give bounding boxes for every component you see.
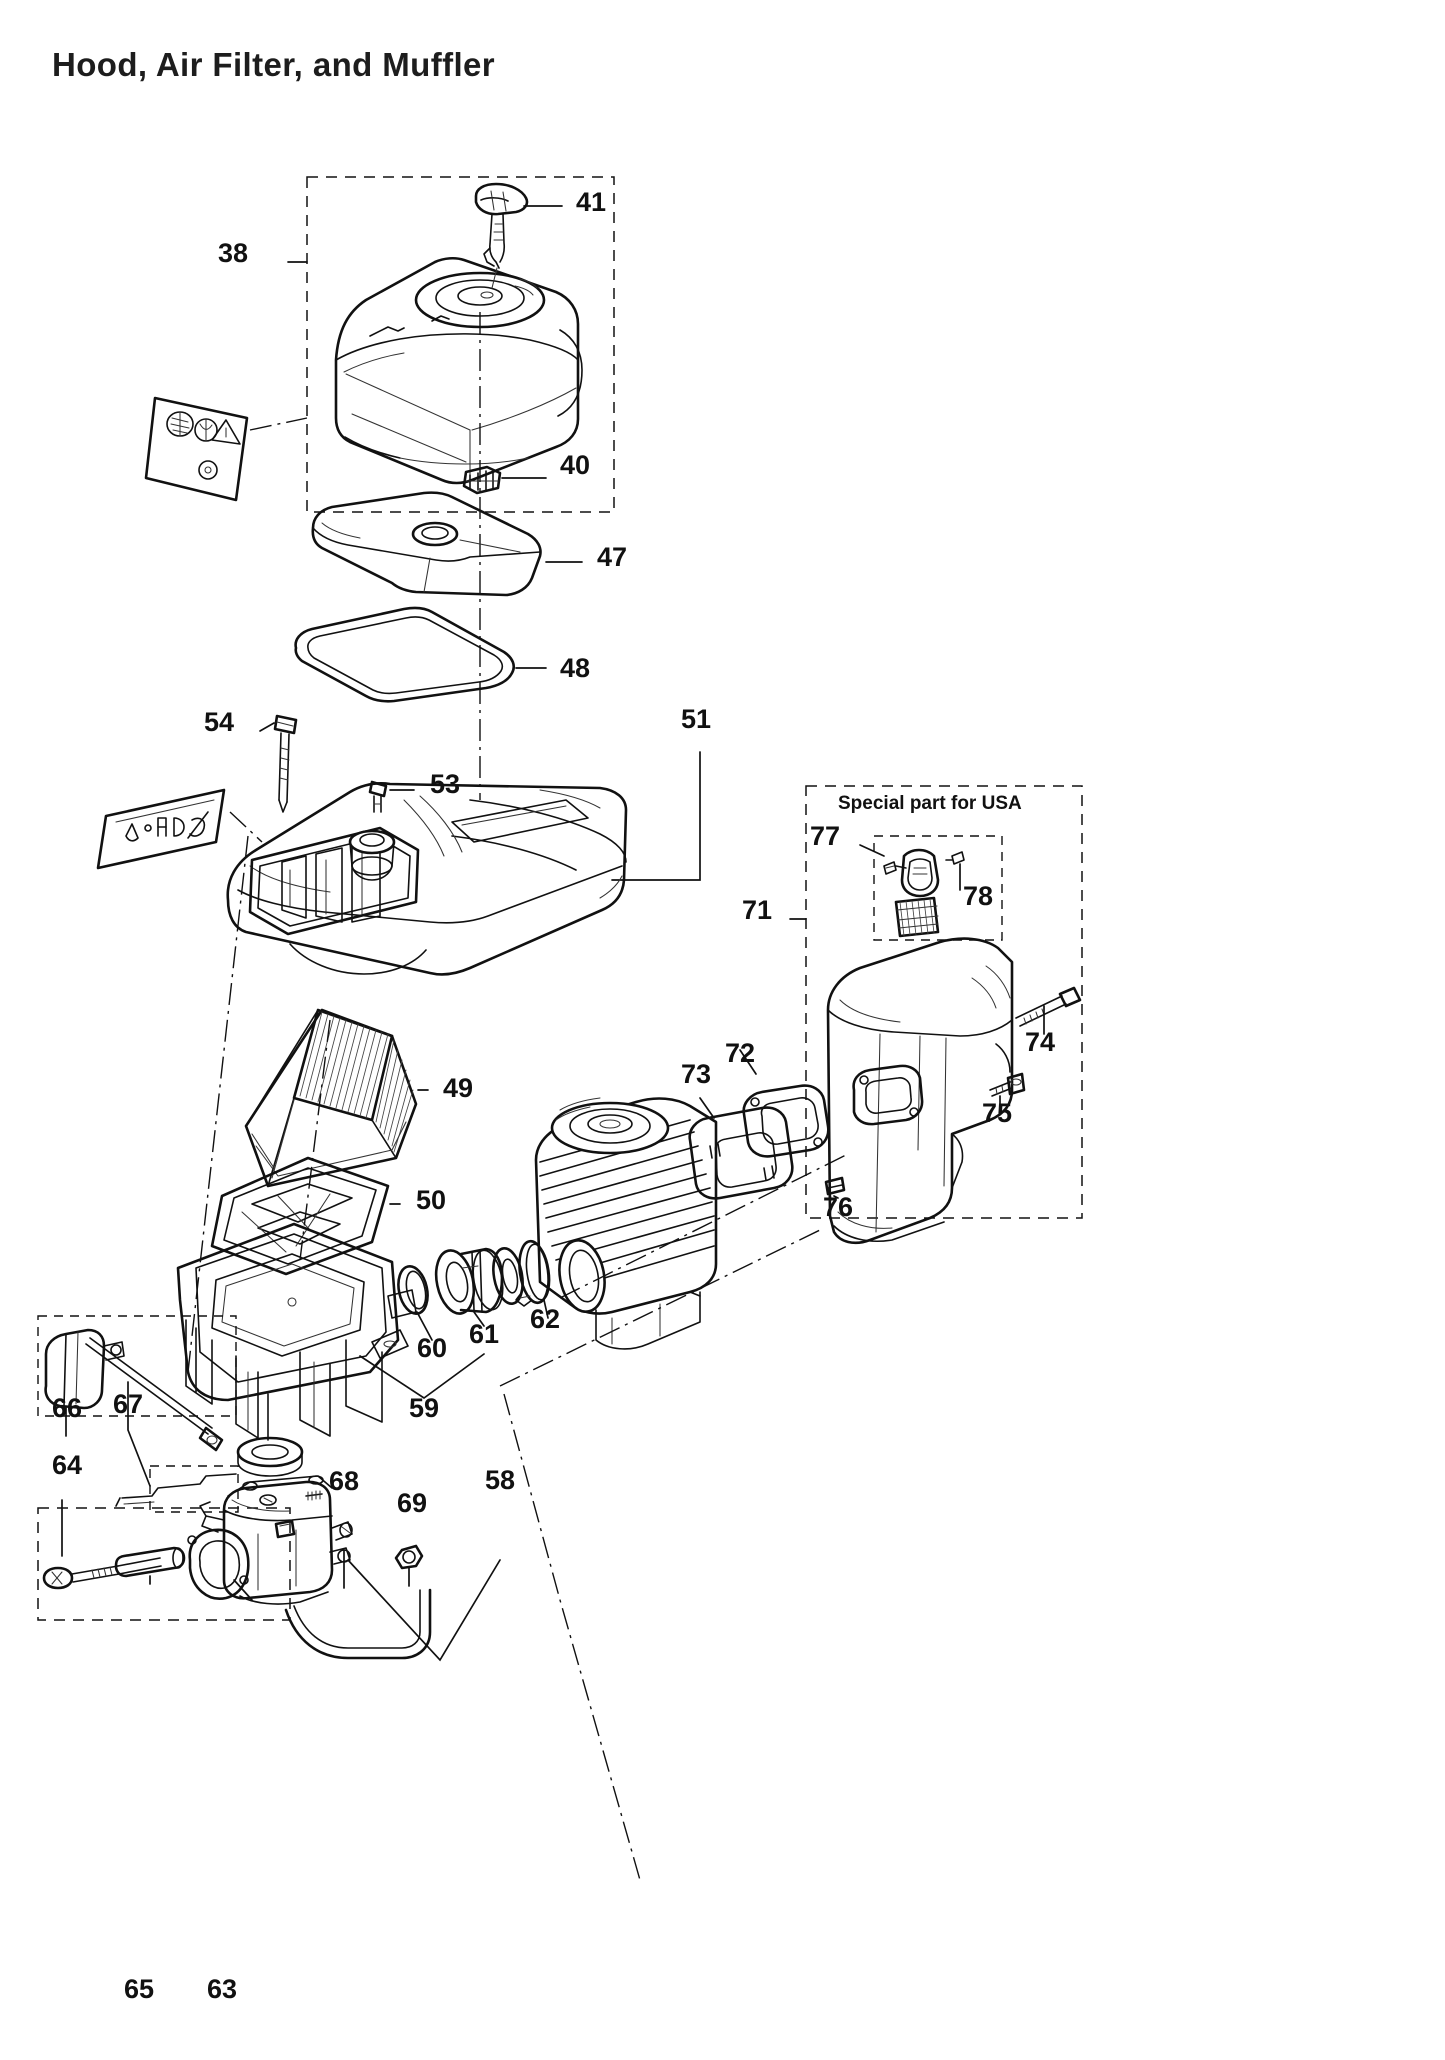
choke-group-box xyxy=(37,1315,237,1417)
leader-59 xyxy=(359,1353,485,1400)
muffler-body-part xyxy=(826,937,1014,1245)
throttle-wire-part xyxy=(115,1473,237,1507)
knob-retainer-part xyxy=(368,780,388,813)
callout-59: 59 xyxy=(409,1393,439,1423)
decal2-centerline xyxy=(229,811,263,843)
muffler-screw-long-part xyxy=(1015,986,1082,1027)
hood-part xyxy=(334,256,583,485)
hood-group-box xyxy=(306,176,615,513)
callout-38: 38 xyxy=(218,238,248,268)
callout-40: 40 xyxy=(560,450,590,480)
callout-65: 65 xyxy=(124,1974,154,2004)
carb-parts-box xyxy=(37,1507,291,1621)
cover-seal-part xyxy=(294,606,516,703)
leader-72 xyxy=(739,1049,757,1075)
callout-49: 49 xyxy=(443,1073,473,1103)
callout-51: 51 xyxy=(681,704,711,734)
wire-group-box xyxy=(149,1465,239,1513)
filter-centerline xyxy=(299,1019,331,1261)
air-filter-base-part xyxy=(210,1156,390,1276)
callout-72: 72 xyxy=(725,1038,755,1068)
callout-74: 74 xyxy=(1025,1027,1055,1057)
callout-68: 68 xyxy=(329,1466,359,1496)
callout-41: 41 xyxy=(576,187,606,217)
screw-long-part xyxy=(273,714,298,813)
spark-arrestor-screen-part xyxy=(894,896,940,938)
callout-76: 76 xyxy=(823,1192,853,1222)
leader-67 xyxy=(127,1381,151,1487)
leader-61 xyxy=(473,1311,485,1327)
muffler-gasket-inner-part xyxy=(688,1106,794,1200)
left-long-centerline xyxy=(187,835,249,1373)
callout-62: 62 xyxy=(530,1304,560,1334)
carb-gasket-part xyxy=(187,1528,250,1600)
intake-manifold-part xyxy=(434,1247,524,1315)
carb-screw-part xyxy=(42,1557,162,1590)
hose-clamp-part xyxy=(515,1239,551,1307)
leader-60 xyxy=(416,1311,433,1341)
hose-nut-part xyxy=(394,1544,424,1570)
callout-77: 77 xyxy=(810,821,840,851)
callout-47: 47 xyxy=(597,542,627,572)
callout-64: 64 xyxy=(52,1450,82,1480)
muffler-group-box xyxy=(805,785,1083,1219)
warning-decal xyxy=(144,396,249,502)
leader-77 xyxy=(859,844,885,857)
page-title: Hood, Air Filter, and Muffler xyxy=(52,46,496,83)
callout-73: 73 xyxy=(681,1059,711,1089)
callout-67: 67 xyxy=(113,1389,143,1419)
instruction-decal xyxy=(96,788,226,870)
carb-spacer-part xyxy=(114,1546,186,1578)
air-filter-cover-part xyxy=(311,491,542,597)
throttle-rod-part xyxy=(85,1337,224,1452)
callout-78: 78 xyxy=(963,881,993,911)
choke-lever-part xyxy=(44,1328,125,1410)
leader-76 xyxy=(833,1195,839,1199)
hood-clip-part xyxy=(462,465,502,495)
callout-75: 75 xyxy=(982,1098,1012,1128)
leader-51 xyxy=(611,751,701,881)
callout-63: 63 xyxy=(207,1974,237,2004)
intake-ring-part xyxy=(397,1265,429,1315)
intake-housing-part xyxy=(176,1222,417,1439)
muffler-gasket-outer-part xyxy=(742,1084,830,1158)
callout-48: 48 xyxy=(560,653,590,683)
leader-62 xyxy=(543,1299,549,1319)
exhaust-centerline xyxy=(559,1153,849,1299)
spark-arrestor-box xyxy=(873,835,1003,941)
cylinder-part xyxy=(534,1097,718,1350)
fan-housing-cover-part xyxy=(226,782,628,976)
callout-53: 53 xyxy=(430,769,460,799)
carb-centerline xyxy=(503,1393,641,1881)
callout-61: 61 xyxy=(469,1319,499,1349)
leader-58 xyxy=(347,1559,501,1662)
usa-note: Special part for USA xyxy=(838,793,1022,814)
lower-centerline xyxy=(499,1229,821,1387)
callout-58: 58 xyxy=(485,1465,515,1495)
decal-centerline xyxy=(249,417,308,431)
callout-50: 50 xyxy=(416,1185,446,1215)
callout-69: 69 xyxy=(397,1488,427,1518)
callout-54: 54 xyxy=(204,707,234,737)
muffler-clip-part xyxy=(824,1176,846,1201)
leader-73 xyxy=(699,1097,715,1119)
carburetor-part xyxy=(199,1393,353,1605)
fuel-hose-part xyxy=(284,1588,432,1660)
callout-71: 71 xyxy=(742,895,772,925)
hood-knob-part xyxy=(474,182,529,289)
air-filter-element-part xyxy=(244,1008,418,1188)
muffler-screw-short-part xyxy=(989,1072,1026,1097)
callout-66: 66 xyxy=(52,1393,82,1423)
callout-60: 60 xyxy=(417,1333,447,1363)
leader-54 xyxy=(259,722,275,732)
spark-arrestor-cover-part xyxy=(883,848,965,898)
